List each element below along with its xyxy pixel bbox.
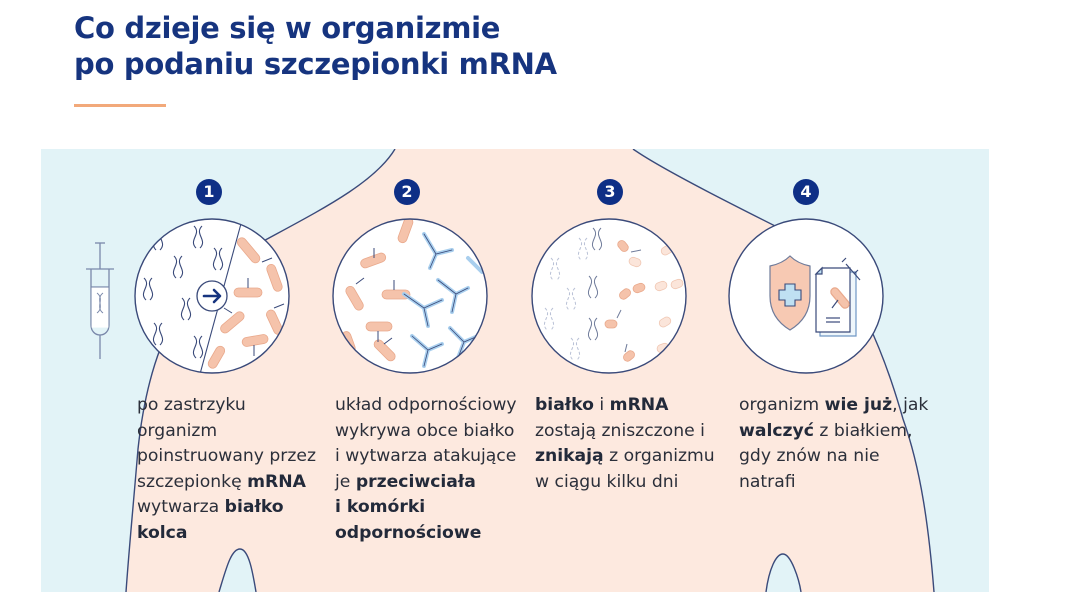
description-line: organizm xyxy=(137,419,316,445)
body-skin-shape xyxy=(126,149,934,592)
text: organizm xyxy=(739,395,825,415)
description-line: wytwarza białko xyxy=(137,495,316,521)
step-1-description: po zastrzyku organizm poinstruowany przez s… xyxy=(137,393,316,547)
text: po zastrzyku xyxy=(137,395,246,415)
bold-text: mRNA xyxy=(609,395,669,415)
step-3-badge: 3 xyxy=(597,179,623,205)
bold-text: i komórki xyxy=(335,497,426,518)
text: wykrywa obce białko xyxy=(335,420,515,441)
step-4-badge: 4 xyxy=(793,179,819,205)
description-line: po zastrzyku xyxy=(137,393,316,419)
bold-text: mRNA xyxy=(247,471,306,492)
description-line: układ odpornościowy xyxy=(335,393,517,419)
description-line: organizm wie już, jak xyxy=(739,393,928,419)
step-2-badge: 2 xyxy=(394,179,420,205)
description-line: kolca xyxy=(137,521,316,547)
antibodies-attacking-protein-icon xyxy=(332,218,488,374)
syringe-icon xyxy=(86,242,114,359)
description-line: odpornościowe xyxy=(335,521,517,547)
mrna-to-spike-protein-icon xyxy=(134,218,290,374)
text: w ciągu kilku dni xyxy=(535,471,679,492)
fading-protein-and-mrna-icon xyxy=(531,218,687,374)
text: organizm xyxy=(137,420,218,441)
description-line: i komórki xyxy=(335,495,517,521)
description-line: je przeciwciała xyxy=(335,470,517,496)
description-line: i wytwarza atakujące xyxy=(335,444,517,470)
arm-gap-right xyxy=(765,553,802,592)
text: szczepionkę xyxy=(137,471,248,492)
arrow-right-icon xyxy=(202,288,222,304)
vaccination-record-icon xyxy=(814,257,861,337)
description-line: natrafi xyxy=(739,470,928,496)
text: natrafi xyxy=(739,471,796,492)
text: zostają zniszczone i xyxy=(535,420,705,441)
text: z organizmu xyxy=(603,446,715,467)
bold-text: znikają xyxy=(535,446,604,467)
bold-text: białko xyxy=(224,497,284,518)
description-line: znikają z organizmu xyxy=(535,444,715,470)
text: i wytwarza atakujące xyxy=(335,446,517,467)
text: gdy znów na nie xyxy=(739,446,880,467)
shield-and-vaccination-record-icon xyxy=(728,218,884,374)
bold-text: kolca xyxy=(137,522,188,543)
bold-text: odpornościowe xyxy=(335,522,482,543)
text: i xyxy=(593,395,610,415)
description-line: wykrywa obce białko xyxy=(335,419,517,445)
title-line-2: po podaniu szczepionki mRNA xyxy=(74,47,557,81)
description-line: białko i mRNA xyxy=(535,393,715,419)
description-line: zostają zniszczone i xyxy=(535,419,715,445)
text: , jak xyxy=(892,395,929,415)
text: wytwarza xyxy=(137,497,225,518)
bold-text: przeciwciała xyxy=(355,471,476,492)
arm-gap-left xyxy=(218,548,257,592)
bold-text: walczyć xyxy=(739,420,814,441)
text: z białkiem, xyxy=(813,420,913,441)
description-line: poinstruowany przez xyxy=(137,444,316,470)
description-line: gdy znów na nie xyxy=(739,444,928,470)
title-accent-divider xyxy=(74,104,166,107)
description-line: walczyć z białkiem, xyxy=(739,419,928,445)
bold-text: wie już xyxy=(824,395,893,415)
title-line-1: Co dzieje się w organizmie xyxy=(74,11,501,45)
step-1-badge: 1 xyxy=(196,179,222,205)
step-2-description: układ odpornościowy wykrywa obce białko i … xyxy=(335,393,517,547)
page-title: Co dzieje się w organizmie po podaniu sz… xyxy=(74,10,557,82)
description-line: w ciągu kilku dni xyxy=(535,470,715,496)
description-line: szczepionkę mRNA xyxy=(137,470,316,496)
illustration-panel: 1 2 3 4 xyxy=(41,149,989,592)
text: poinstruowany przez xyxy=(137,446,316,467)
bold-text: białko xyxy=(535,395,594,415)
text: je xyxy=(335,471,356,492)
shield-icon xyxy=(769,255,811,331)
text: układ odpornościowy xyxy=(335,395,517,415)
